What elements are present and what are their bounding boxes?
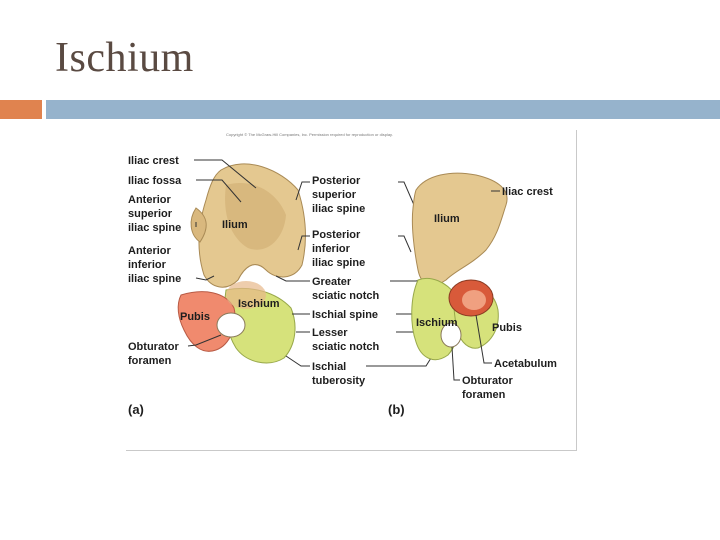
label-ischium-a: Ischium [238, 298, 280, 310]
panel-a-leader-lines [187, 159, 257, 347]
label-psis-2: superior [312, 189, 357, 201]
label-pubis-b: Pubis [492, 322, 522, 334]
panel-a-illustration [177, 163, 306, 364]
label-psis-3: iliac spine [312, 203, 365, 215]
hip-bone-diagram: Copyright © The McGraw-Hill Companies, I… [128, 132, 557, 417]
asis-bump [190, 207, 207, 243]
obturator-foramen-b [440, 322, 462, 348]
label-asis-2: superior [128, 208, 173, 220]
label-ischial-tuberosity-1: Ischial [312, 361, 346, 373]
accent-bar [46, 100, 720, 119]
label-aiis-3: iliac spine [128, 273, 181, 285]
ilium-b-shape [411, 172, 508, 286]
panel-b-leader-lines [451, 190, 500, 381]
label-aiis-1: Anterior [128, 245, 172, 257]
label-pubis-a: Pubis [180, 311, 210, 323]
label-ischial-tuberosity-2: tuberosity [312, 375, 366, 387]
label-greater-sciatic-1: Greater [312, 276, 352, 288]
pubis-a-shape [177, 291, 236, 352]
acetabulum-a [226, 281, 266, 309]
label-acetabulum: Acetabulum [494, 358, 557, 370]
label-psis-1: Posterior [312, 175, 361, 187]
label-lesser-sciatic-1: Lesser [312, 327, 348, 339]
label-greater-sciatic-2: sciatic notch [312, 290, 380, 302]
label-ischial-spine: Ischial spine [312, 309, 378, 321]
panel-a-labels: Iliac crest Iliac fossa Anterior superio… [128, 155, 280, 417]
label-obturator-b-1: Obturator [462, 375, 513, 387]
hip-bone-figure: Copyright © The McGraw-Hill Companies, I… [126, 130, 577, 451]
accent-block [0, 100, 42, 119]
label-aiis-2: inferior [128, 259, 167, 271]
label-piis-2: inferior [312, 243, 351, 255]
center-labels: Posterior superior iliac spine Posterior… [312, 175, 380, 387]
acetabulum-inner [462, 290, 486, 310]
label-iliac-crest-b: Iliac crest [502, 186, 553, 198]
label-iliac-crest-a: Iliac crest [128, 155, 179, 167]
label-ischium-b: Ischium [416, 317, 458, 329]
label-iliac-fossa: Iliac fossa [128, 175, 182, 187]
label-asis-3: iliac spine [128, 222, 181, 234]
label-lesser-sciatic-2: sciatic notch [312, 341, 380, 353]
panel-b-labels: Iliac crest Ilium Ischium Pubis Acetabul… [388, 186, 557, 417]
label-obturator-b-2: foramen [462, 389, 506, 401]
iliac-fossa-shade [225, 183, 286, 250]
label-piis-3: iliac spine [312, 257, 365, 269]
label-asis-1: Anterior [128, 194, 172, 206]
label-ilium-b: Ilium [434, 213, 460, 225]
panel-a-tag: (a) [128, 402, 144, 417]
label-obturator-a-1: Obturator [128, 341, 179, 353]
label-piis-1: Posterior [312, 229, 361, 241]
copyright-line: Copyright © The McGraw-Hill Companies, I… [226, 132, 393, 137]
label-obturator-a-2: foramen [128, 355, 172, 367]
label-ilium-a: Ilium [222, 219, 248, 231]
panel-b-tag: (b) [388, 402, 405, 417]
slide-title: Ischium [55, 35, 194, 81]
obturator-foramen-a [216, 312, 246, 338]
